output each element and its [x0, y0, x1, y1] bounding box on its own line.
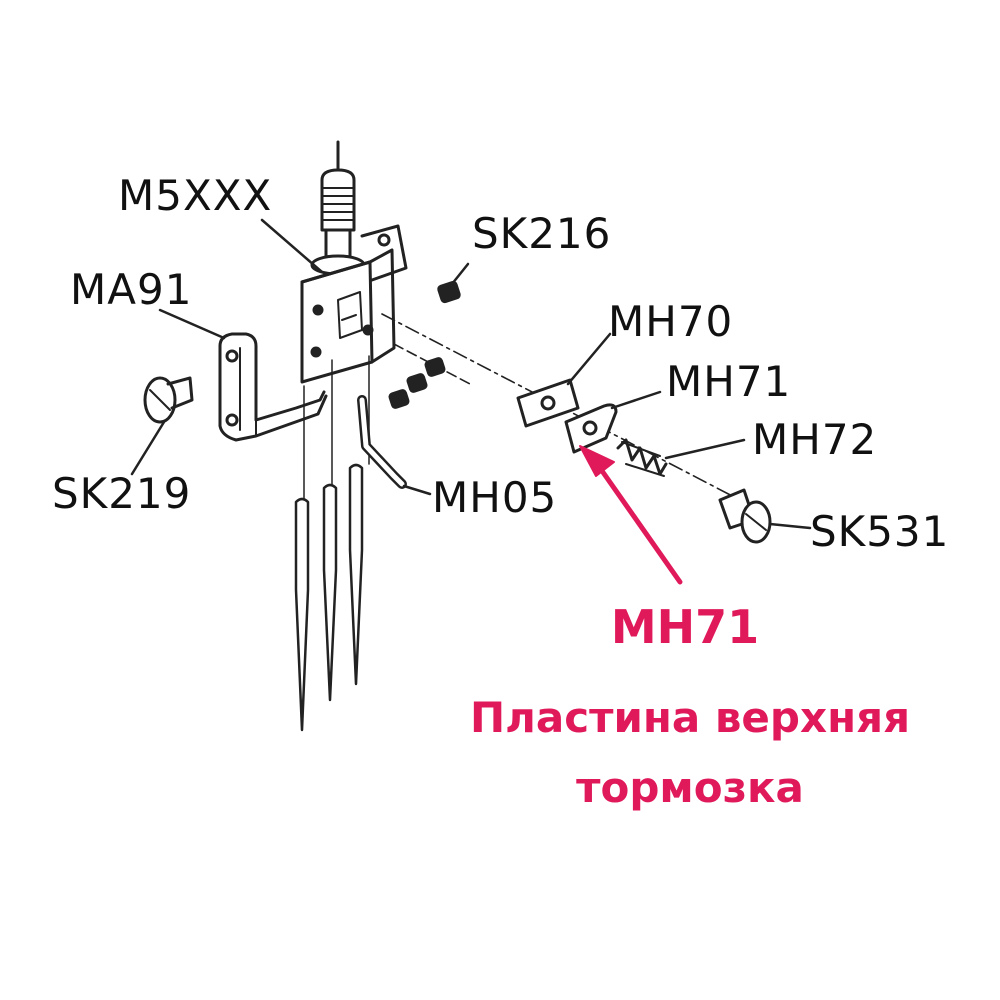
sk531-screw — [718, 488, 772, 544]
needle-bar — [310, 140, 366, 276]
label-sk531: SK531 — [810, 507, 949, 556]
label-m5xxx: M5XXX — [118, 171, 272, 220]
mh72-spring — [616, 438, 668, 477]
ma91-bracket — [218, 332, 328, 442]
needle-clamp-block — [300, 224, 408, 384]
highlight-description-line1: Пластина верхняя — [469, 693, 911, 742]
label-mh72: MH72 — [752, 415, 877, 464]
highlight-description: Пластина верхняя тормозка — [395, 683, 985, 823]
label-sk216: SK216 — [472, 209, 611, 258]
needles — [294, 355, 370, 732]
highlight-arrow — [579, 445, 683, 585]
label-ma91: MA91 — [70, 265, 192, 314]
mh70-plate — [516, 378, 580, 428]
leader-lines — [130, 218, 812, 530]
label-sk219: SK219 — [52, 469, 191, 518]
highlight-description-line2: тормозка — [576, 763, 804, 812]
label-mh71: MH71 — [666, 357, 791, 406]
set-screws — [388, 280, 461, 409]
mh71-plate — [564, 403, 618, 454]
mh05-guide — [357, 395, 407, 489]
label-mh05: MH05 — [432, 473, 557, 522]
label-mh70: MH70 — [608, 297, 733, 346]
highlight-code: MH71 — [610, 600, 760, 654]
sk219-screw — [143, 376, 194, 424]
